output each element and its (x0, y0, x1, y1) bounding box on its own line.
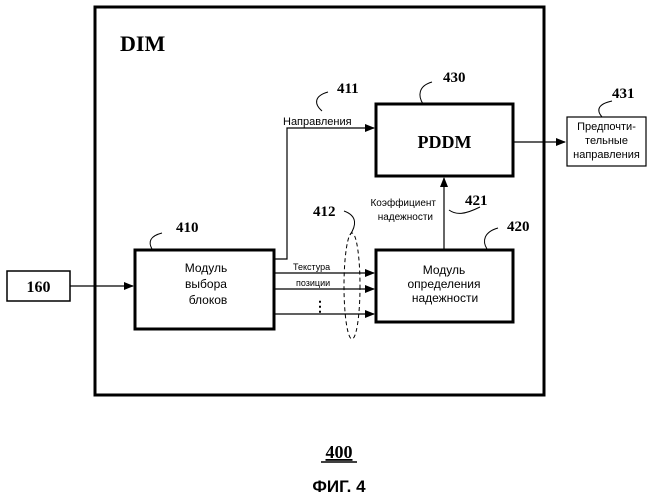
features-ellipsis: ⋮ (313, 298, 327, 314)
output-line-3: направления (573, 149, 640, 161)
coefficient-line-1: Коэффициент (370, 197, 436, 209)
ref-431: 431 (612, 86, 635, 102)
ref-leader-420 (485, 228, 498, 249)
block-selection-line-2: выбора (185, 277, 227, 291)
reliability-line-2: определения (407, 277, 480, 291)
figure-number: 400 (326, 442, 353, 462)
reliability-line-1: Модуль (423, 263, 466, 277)
ref-leader-410 (150, 233, 162, 249)
reliability-line-3: надежности (412, 291, 478, 305)
ref-leader-431 (599, 101, 612, 117)
dim-label: DIM (120, 31, 165, 56)
block-selection-line-3: блоков (189, 293, 228, 307)
ref-leader-430 (420, 82, 432, 104)
ref-420: 420 (507, 219, 530, 235)
texture-label: Текстура (293, 262, 330, 272)
ref-430: 430 (443, 70, 466, 86)
ref-410: 410 (176, 220, 199, 236)
output-line-2: тельные (585, 135, 628, 147)
figure-caption: ФИГ. 4 (312, 477, 366, 496)
input-block-ref: 160 (27, 279, 51, 296)
directions-label: Направления (283, 116, 352, 128)
ref-leader-411 (317, 92, 328, 111)
position-label: позиции (296, 278, 330, 288)
pddm-label: PDDM (418, 132, 472, 152)
output-line-1: Предпочти- (577, 121, 636, 133)
ref-411: 411 (337, 81, 359, 97)
block-selection-line-1: Модуль (185, 261, 228, 275)
directions-arrow (274, 128, 374, 259)
features-group-ellipse (344, 233, 360, 339)
ref-421: 421 (465, 193, 488, 209)
ref-412: 412 (313, 204, 336, 220)
coefficient-line-2: надежности (378, 212, 433, 223)
ref-leader-412 (344, 211, 355, 235)
